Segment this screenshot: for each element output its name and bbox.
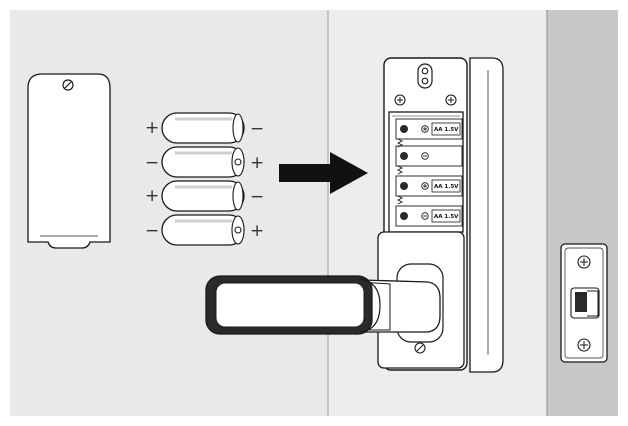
compartment-label-1: AA 1.5V — [434, 127, 459, 133]
battery-1: + − — [145, 112, 264, 144]
strike-plate — [560, 243, 608, 363]
screw-icon — [445, 94, 457, 106]
battery-3-right-sign: − — [250, 187, 264, 207]
screw-icon — [577, 338, 591, 352]
battery-3-left-sign: + — [145, 186, 159, 206]
battery-4-left-sign: − — [145, 221, 159, 241]
screw-icon — [577, 255, 591, 269]
battery-3: + − — [145, 180, 264, 212]
compartment-cell-3: AA 1.5V — [395, 175, 463, 197]
compartment-label-3: AA 1.5V — [434, 214, 459, 220]
battery-2-left-sign: − — [145, 153, 159, 173]
battery-2-right-sign: + — [250, 153, 264, 173]
spring-icon — [396, 138, 404, 148]
battery-stack: + − − + + − − + — [145, 112, 264, 246]
battery-4-right-sign: + — [250, 221, 264, 241]
compartment-cell-4: AA 1.5V — [395, 205, 463, 227]
spring-icon — [396, 165, 404, 175]
battery-1-left-sign: + — [145, 118, 159, 138]
battery-cover — [27, 73, 111, 249]
lever-handle — [205, 275, 441, 335]
spring-icon — [396, 195, 404, 205]
screw-icon — [394, 94, 406, 106]
compartment-cells: AA 1.5V AA 1.5V AA 1.5V — [395, 118, 463, 227]
battery-2: − + — [145, 146, 264, 178]
compartment-cell-2 — [395, 145, 463, 167]
right-arrow-icon — [279, 152, 368, 194]
battery-4: − + — [145, 214, 264, 246]
compartment-label-2: AA 1.5V — [434, 184, 459, 190]
compartment-cell-1: AA 1.5V — [395, 118, 463, 140]
battery-1-right-sign: − — [250, 119, 264, 139]
